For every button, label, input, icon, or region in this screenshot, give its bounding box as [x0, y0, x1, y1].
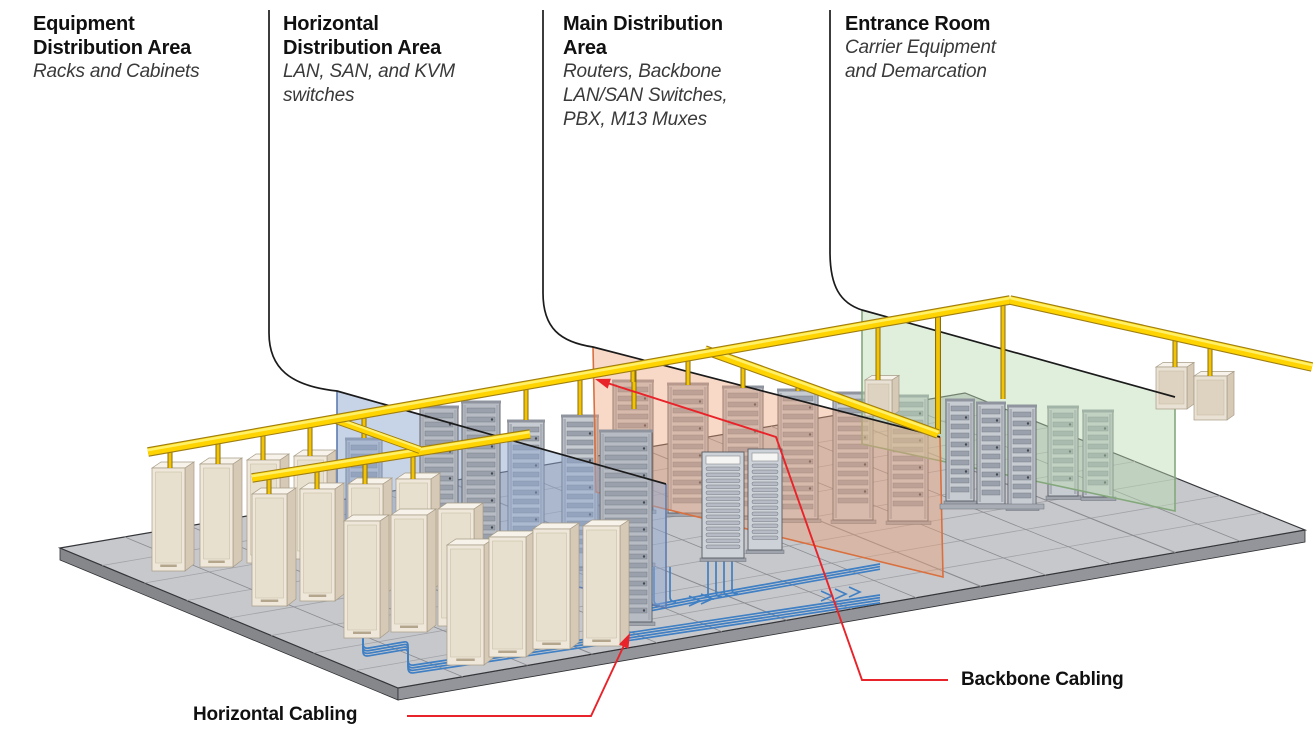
carrier-equipment-box [1192, 370, 1236, 421]
rack [943, 398, 978, 505]
server-cabinet [250, 487, 298, 607]
server-cabinet [298, 482, 346, 602]
rack [1045, 405, 1082, 500]
patch-panel-rack [745, 448, 785, 554]
server-cabinet [487, 530, 537, 658]
cable-tray [1008, 295, 1314, 372]
leader-arrowhead [618, 633, 630, 649]
server-cabinet [581, 519, 631, 647]
server-cabinet [531, 522, 581, 650]
patch-panel-rack [699, 451, 747, 562]
cable-tray [331, 415, 422, 454]
rack [830, 391, 877, 524]
rack [1080, 409, 1117, 501]
carrier-equipment-box [1154, 361, 1196, 410]
server-cabinet [389, 508, 438, 633]
rack [665, 382, 712, 517]
cable-tray [251, 429, 531, 483]
server-cabinet [342, 514, 391, 639]
callout-backbone-cabling: Backbone Cabling [961, 669, 1124, 690]
leader-arrowhead [595, 378, 611, 389]
cable-tray [703, 345, 940, 439]
cable-fanout [688, 586, 862, 607]
server-cabinet [445, 538, 495, 666]
overhead-cable-trays [147, 295, 1314, 494]
rack [974, 401, 1009, 508]
server-cabinet [198, 457, 244, 568]
front-equipment [150, 361, 1236, 666]
rack [1005, 404, 1040, 511]
cable-tray [147, 295, 1011, 457]
server-cabinet [150, 461, 196, 572]
cable-bus-front [362, 594, 881, 674]
callout-leader-lines [407, 378, 948, 717]
callout-horizontal-cabling: Horizontal Cabling [193, 704, 358, 725]
area-boundary-lines [268, 10, 1176, 485]
